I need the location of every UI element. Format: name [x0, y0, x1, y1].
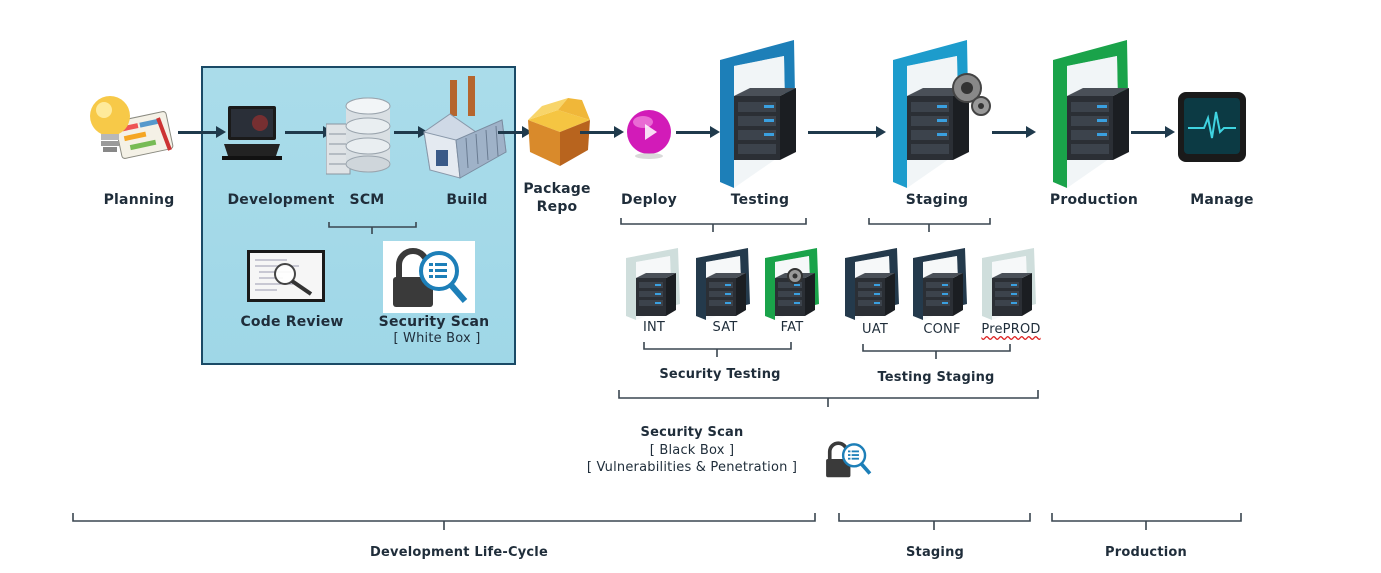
factory-icon [420, 74, 510, 188]
phase-label-staging: Staging [905, 545, 965, 560]
bracket-testing-staging [862, 344, 1011, 359]
laptop-icon [222, 104, 282, 170]
security-scan-lock-icon [820, 436, 876, 486]
stage-label-staging: Staging [905, 192, 969, 208]
security-testing-label: Security Testing [659, 367, 781, 382]
flow-arrow [285, 126, 333, 138]
bracket-deploy-testing [620, 218, 807, 232]
security-scan-white-label: Security Scan [378, 314, 490, 330]
flow-arrow [676, 126, 720, 138]
bracket-staging-phase [838, 513, 1031, 530]
code-review-magnifier-icon [247, 250, 327, 308]
security-scan-black-label: Security Scan [640, 425, 744, 440]
stage-label-deploy: Deploy [621, 192, 677, 208]
flow-arrow [808, 126, 886, 138]
env-label-sat: SAT [712, 320, 738, 335]
bracket-dev-scm [328, 222, 417, 234]
env-label-conf: CONF [923, 322, 961, 337]
server-light-door-icon [982, 248, 1040, 324]
stage-label-development: Development [227, 192, 335, 208]
server-blue-door-icon [720, 40, 800, 194]
stage-label-scm: SCM [349, 192, 385, 208]
stage-label-planning: Planning [103, 192, 175, 208]
lightbulb-plan-icon [88, 88, 178, 187]
stage-label-repo: Repo [536, 199, 578, 215]
stage-label-testing: Testing [730, 192, 790, 208]
white-box-label: [ White Box ] [393, 331, 481, 346]
flow-arrow [498, 126, 532, 138]
env-label-preprod: PrePROD [981, 322, 1041, 337]
database-icon [325, 96, 392, 184]
server-dark-door-icon [845, 248, 903, 324]
bracket-environments [618, 390, 1039, 407]
bracket-staging [868, 218, 991, 232]
env-label-uat: UAT [862, 322, 888, 337]
black-box-label: [ Black Box ] [649, 443, 735, 458]
monitor-heartbeat-icon [1178, 92, 1248, 168]
flow-arrow [580, 126, 624, 138]
deploy-play-icon [625, 108, 673, 164]
flow-arrow [1131, 126, 1175, 138]
testing-staging-label: Testing Staging [877, 370, 995, 385]
flow-arrow [178, 126, 226, 138]
server-green-door-gear-icon [765, 248, 823, 324]
bracket-production-phase [1051, 513, 1242, 530]
code-review-label: Code Review [240, 314, 344, 330]
vulnerabilities-penetration-label: [ Vulnerabilities & Penetration ] [586, 460, 798, 475]
stage-label-build: Build [446, 192, 488, 208]
stage-label-package: Package [523, 181, 591, 197]
server-blue-door-gear-icon [893, 40, 993, 194]
flow-arrow [992, 126, 1036, 138]
server-dark-door-icon [696, 248, 754, 324]
env-label-int: INT [642, 320, 666, 335]
phase-label-dev-lifecycle: Development Life-Cycle [370, 545, 548, 560]
server-green-door-icon [1053, 40, 1133, 194]
bracket-security-testing [643, 342, 792, 357]
env-label-fat: FAT [780, 320, 804, 335]
phase-label-production: Production [1105, 545, 1187, 560]
stage-label-manage: Manage [1190, 192, 1254, 208]
server-light-door-icon [626, 248, 684, 324]
security-scan-lock-icon [383, 241, 475, 317]
server-dark-door-icon [913, 248, 971, 324]
bracket-dev-lifecycle [72, 513, 816, 530]
package-box-icon [522, 94, 596, 172]
stage-label-production: Production [1049, 192, 1139, 208]
flow-arrow [394, 126, 428, 138]
